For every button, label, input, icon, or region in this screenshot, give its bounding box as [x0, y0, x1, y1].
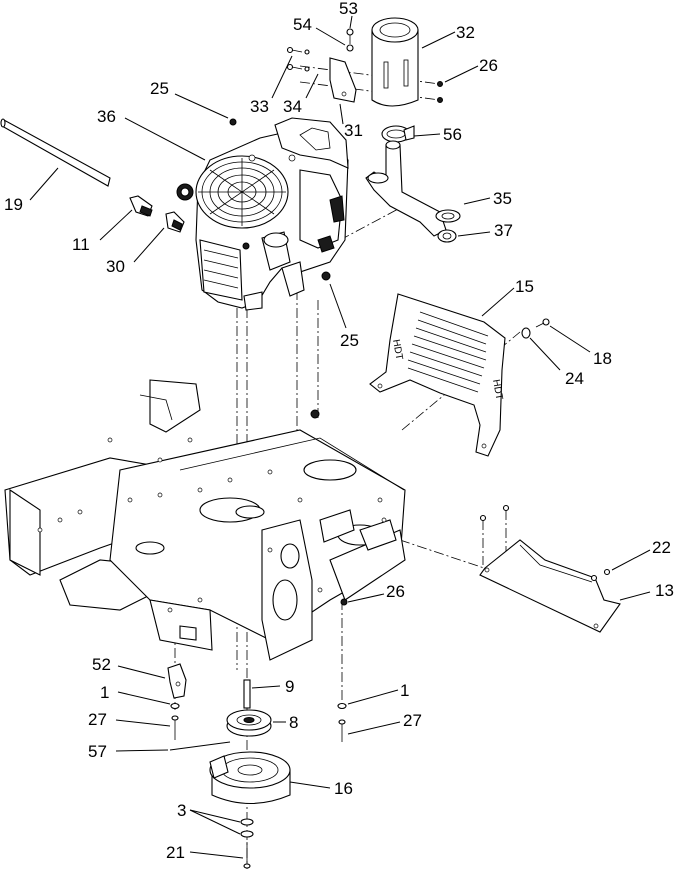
callout-8: 8 [289, 713, 298, 732]
part-3-washer-bottom [240, 830, 254, 838]
callout-34: 34 [283, 97, 302, 116]
callout-56: 56 [443, 125, 462, 144]
callout-25-b: 25 [340, 331, 359, 350]
callout-26: 26 [479, 56, 498, 75]
part-26-nut-b [437, 97, 443, 103]
callout-9: 9 [285, 677, 294, 696]
callout-36: 36 [97, 107, 116, 126]
callout-52: 52 [92, 655, 111, 674]
leader-lines [29, 15, 651, 859]
part-35-exhaust-pipe [365, 140, 461, 237]
part-31-bracket [329, 57, 357, 103]
part-24-washer [521, 327, 531, 339]
part-27-bolt-left [171, 715, 179, 740]
part-25-nut-top [229, 118, 237, 126]
callout-19: 19 [4, 195, 23, 214]
part-27-bolt-right [338, 719, 346, 742]
callout-32: 32 [456, 23, 475, 42]
part-13-plate [479, 539, 621, 633]
callout-53: 53 [339, 0, 358, 18]
frame-chassis [4, 379, 406, 661]
part-18-bolt [535, 318, 550, 328]
part-9-key [243, 679, 251, 709]
callout-16: 16 [334, 779, 353, 798]
part-26-nut-a [437, 81, 443, 87]
part-36-engine [176, 117, 349, 311]
callout-1: 1 [100, 683, 109, 702]
callout-11: 11 [72, 235, 90, 254]
callout-21: 21 [166, 843, 185, 862]
part-33-34-bolts [286, 46, 310, 72]
callout-54: 54 [293, 15, 312, 34]
callout-27-b: 27 [403, 711, 422, 730]
part-52-bracket [167, 663, 187, 699]
callout-33: 33 [250, 97, 269, 116]
part-57-pin [169, 741, 231, 751]
part-25-nut-frame [310, 409, 320, 419]
part-54-washer [346, 44, 354, 52]
guard-slots [407, 311, 489, 393]
callout-31: 31 [344, 121, 363, 140]
part-16-clutch [209, 751, 291, 805]
callout-27: 27 [88, 710, 107, 729]
callout-57: 57 [88, 742, 107, 761]
part-53-bolt [346, 28, 354, 36]
callout-37: 37 [494, 221, 513, 240]
part-22-bolts [479, 504, 611, 582]
part-3-washer-top [240, 818, 254, 826]
part-11-fitting [129, 195, 153, 217]
callout-30: 30 [106, 257, 125, 276]
callout-26-b: 26 [386, 582, 405, 601]
part-25-nut-engine [321, 271, 331, 281]
part-1-washer-left [170, 702, 180, 710]
part-15-guard: HDT HDT [369, 293, 506, 457]
part-56-clamp [381, 125, 415, 143]
callout-3: 3 [177, 801, 186, 820]
frame-holes [37, 437, 387, 613]
callout-24: 24 [565, 369, 584, 388]
callout-18: 18 [593, 349, 612, 368]
callout-1-b: 1 [400, 681, 409, 700]
part-8-pulley [226, 709, 272, 737]
part-32-muffler [371, 17, 419, 107]
guard-lettering-left: HDT [390, 339, 404, 361]
callout-15: 15 [515, 277, 534, 296]
part-30-fitting [165, 211, 185, 233]
part-26-nut-frame [340, 598, 348, 606]
callout-35: 35 [493, 189, 512, 208]
part-1-washer-right [337, 702, 347, 710]
part-21-bolt [243, 842, 251, 869]
callout-25: 25 [150, 79, 169, 98]
part-37-gasket [437, 229, 457, 243]
part-19-tube [0, 118, 111, 187]
callout-labels: 53 54 32 26 25 33 34 31 36 56 19 35 11 3… [4, 0, 674, 862]
callout-13: 13 [655, 581, 674, 600]
callout-22: 22 [652, 538, 671, 557]
guard-lettering-right: HDT [490, 379, 504, 401]
